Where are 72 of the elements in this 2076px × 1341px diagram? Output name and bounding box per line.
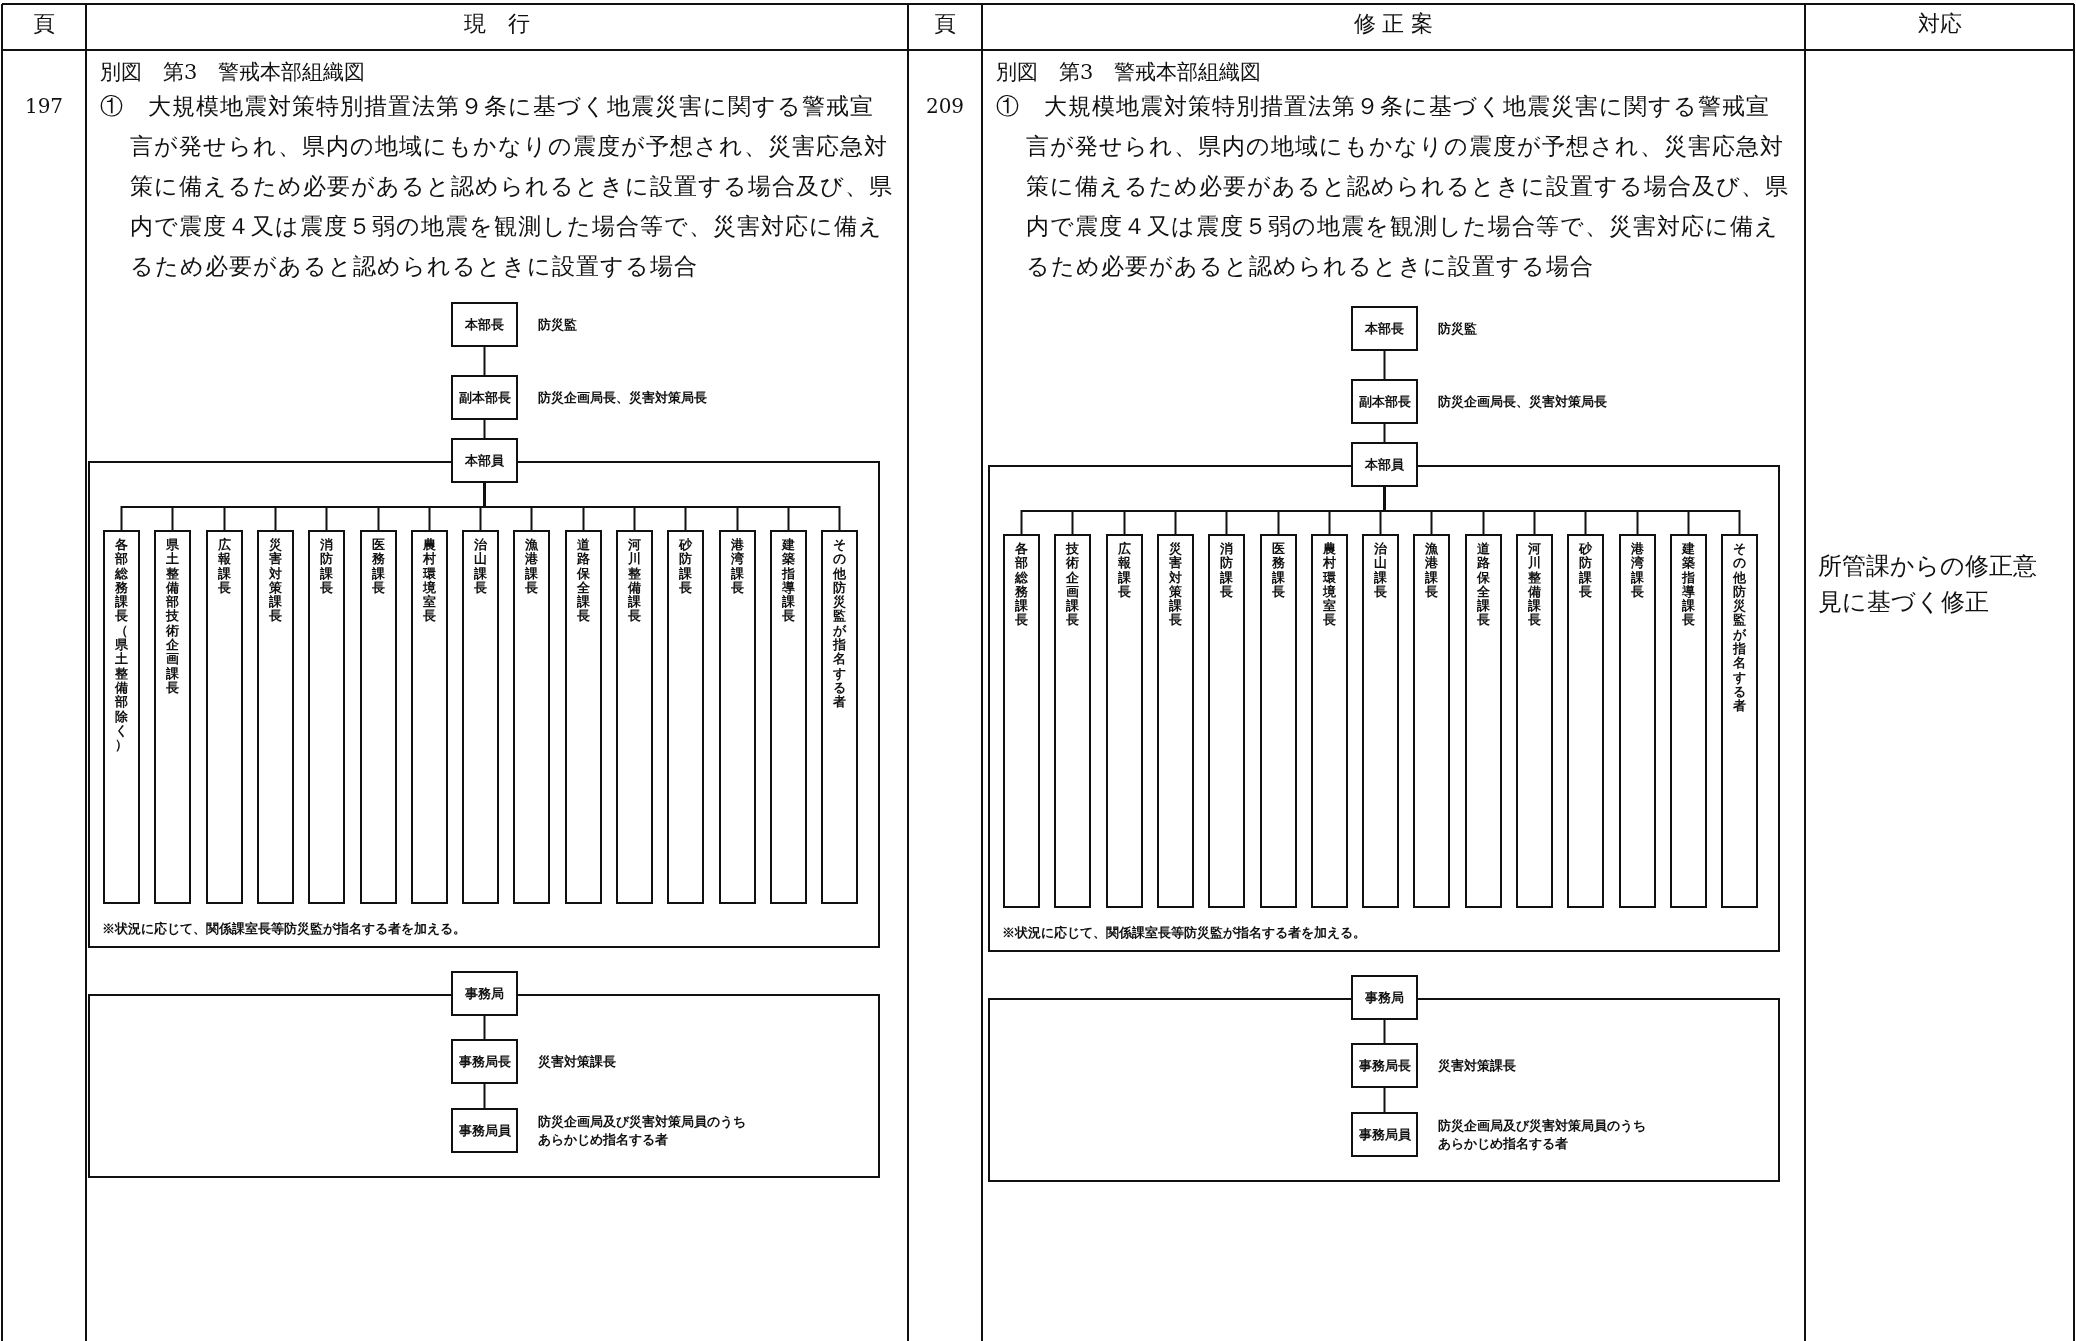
vertical-org-box: 技術企画課長 — [1054, 534, 1091, 908]
footnote: ※状況に応じて、関係課室長等防災監が指名する者を加える。 — [1002, 924, 1366, 942]
vertical-org-box: 医務課長 — [1260, 534, 1297, 908]
role-note: 災害対策課長 — [538, 1052, 617, 1071]
org-box: 本部員 — [1351, 442, 1418, 487]
vertical-org-box: 各部総務課長（県土整備部除く） — [103, 530, 140, 904]
org-box: 本部員 — [451, 438, 518, 483]
paragraph: ① 大規模地震対策特別措置法第９条に基づく地震災害に関する警戒宣言が発せられ、県内の地域にもかなりの震度が予想され、災害応急対策に備えるため必要があると認められるときに設置する場合及び、県内で震度４又は震度５弱の地震を観測した場合等で、災害対応に備えるため必要があると認められるときに設置する場合 — [996, 92, 1790, 281]
connector-line — [1383, 1019, 1386, 1044]
column-header: 対応 — [1916, 10, 1963, 38]
connector-line — [1383, 1087, 1386, 1113]
vertical-org-box: 漁港課長 — [1413, 534, 1450, 908]
org-box: 本部長 — [451, 302, 518, 347]
vertical-org-box: 建築指導課長 — [1670, 534, 1707, 908]
org-box: 副本部長 — [451, 375, 518, 420]
paragraph: ① 大規模地震対策特別措置法第９条に基づく地震災害に関する警戒宣言が発せられ、県内の地域にもかなりの震度が予想され、災害応急対策に備えるため必要があると認められるときに設置する場合及び、県内で震度４又は震度５弱の地震を観測した場合等で、災害対応に備えるため必要があると認められるときに設置する場合 — [100, 92, 894, 281]
role-note: 防災企画局長、災害対策局長 — [1438, 392, 1608, 411]
vertical-org-box: 災害対策課長 — [1157, 534, 1194, 908]
org-box: 事務局 — [1351, 975, 1418, 1020]
vertical-org-box: 農村環境室長 — [1311, 534, 1348, 908]
vertical-org-box: 砂防課長 — [667, 530, 704, 904]
role-note: 防災監 — [538, 315, 578, 334]
column-header: 頁 — [933, 10, 957, 38]
column-header: 修 正 案 — [1352, 10, 1435, 38]
vertical-org-box: 広報課長 — [206, 530, 243, 904]
vertical-org-box: 各部総務課長 — [1003, 534, 1040, 908]
vertical-org-box: 漁港課長 — [513, 530, 550, 904]
connector-line — [483, 1015, 486, 1040]
vertical-org-box: 消防課長 — [308, 530, 345, 904]
vertical-org-box: 県土整備部技術企画課長 — [154, 530, 191, 904]
vertical-org-box: 道路保全課長 — [1465, 534, 1502, 908]
page-number: 209 — [924, 93, 966, 120]
vertical-org-box: 港湾課長 — [1619, 534, 1656, 908]
vertical-org-box: 農村環境室長 — [411, 530, 448, 904]
vertical-org-box: その他防災監が指名する者 — [1721, 534, 1758, 908]
org-box: 事務局員 — [451, 1108, 518, 1153]
role-note: 災害対策課長 — [1438, 1056, 1517, 1075]
column-header: 頁 — [32, 10, 56, 38]
vertical-org-box: 港湾課長 — [719, 530, 756, 904]
org-box: 副本部長 — [1351, 379, 1418, 424]
org-box: 事務局長 — [1351, 1043, 1418, 1088]
org-box: 事務局長 — [451, 1039, 518, 1084]
connector-line — [483, 346, 486, 376]
column-header: 現 行 — [463, 10, 531, 38]
role-note: 防災企画局及び災害対策局員のうちあらかじめ指名する者 — [538, 1112, 747, 1149]
vertical-org-box: その他防災監が指名する者 — [821, 530, 858, 904]
connector-line — [483, 1083, 486, 1109]
vertical-org-box: 河川整備課長 — [1516, 534, 1553, 908]
vertical-org-box: 消防課長 — [1208, 534, 1245, 908]
vertical-org-box: 広報課長 — [1106, 534, 1143, 908]
vertical-org-box: 災害対策課長 — [257, 530, 294, 904]
connector-line — [1383, 423, 1386, 443]
role-note: 防災企画局及び災害対策局員のうちあらかじめ指名する者 — [1438, 1116, 1647, 1153]
response-note: 所管課からの修正意見に基づく修正 — [1818, 551, 2038, 618]
footnote: ※状況に応じて、関係課室長等防災監が指名する者を加える。 — [102, 920, 466, 938]
role-note: 防災企画局長、災害対策局長 — [538, 388, 708, 407]
role-note: 防災監 — [1438, 319, 1478, 338]
vertical-org-box: 医務課長 — [360, 530, 397, 904]
figure-heading: 別図 第3 警戒本部組織図 — [996, 59, 1263, 86]
org-box: 事務局 — [451, 971, 518, 1016]
vertical-org-box: 道路保全課長 — [565, 530, 602, 904]
org-box: 事務局員 — [1351, 1112, 1418, 1157]
vertical-org-box: 砂防課長 — [1567, 534, 1604, 908]
connector-line — [1383, 350, 1386, 380]
vertical-org-box: 建築指導課長 — [770, 530, 807, 904]
vertical-org-box: 治山課長 — [1362, 534, 1399, 908]
page-number: 197 — [23, 93, 65, 120]
figure-heading: 別図 第3 警戒本部組織図 — [100, 59, 367, 86]
vertical-org-box: 治山課長 — [462, 530, 499, 904]
vertical-org-box: 河川整備課長 — [616, 530, 653, 904]
org-box: 本部長 — [1351, 306, 1418, 351]
connector-line — [483, 419, 486, 439]
